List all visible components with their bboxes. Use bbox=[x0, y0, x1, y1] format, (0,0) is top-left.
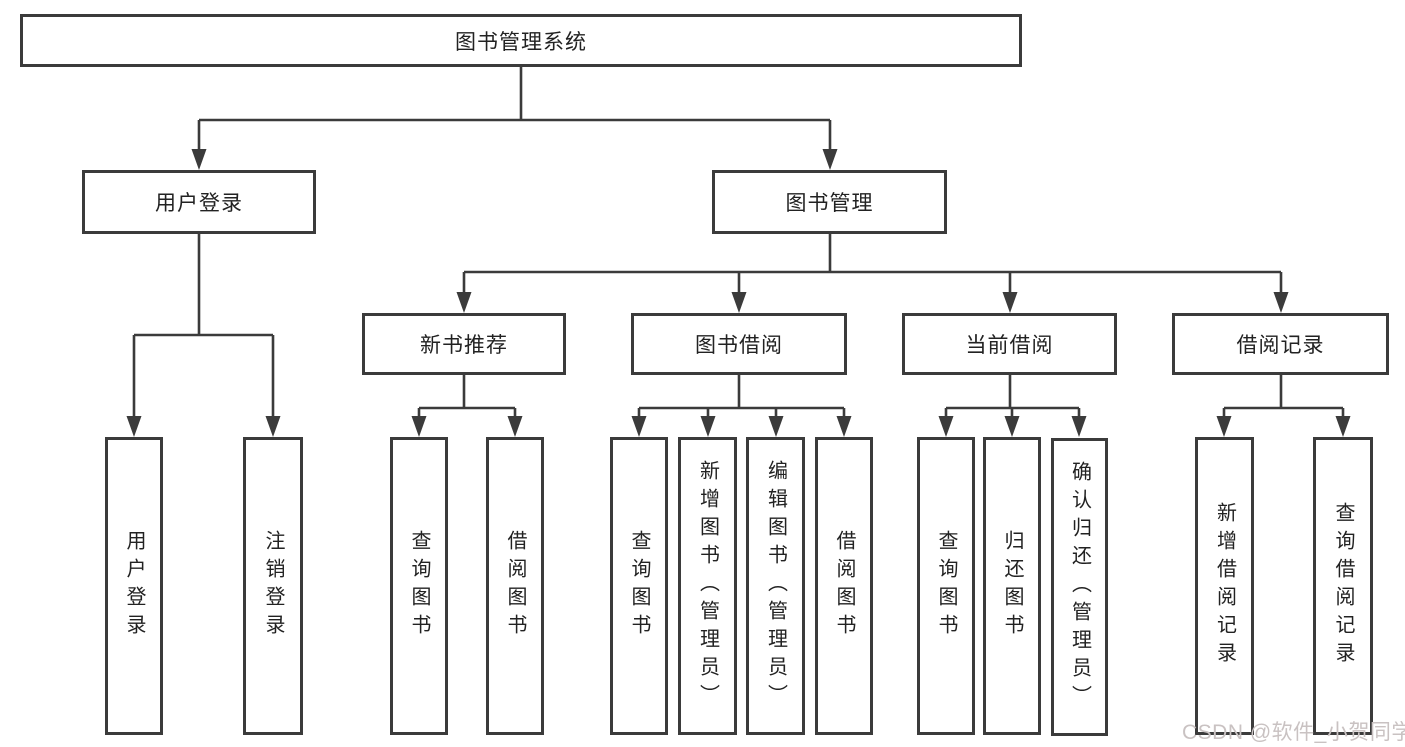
tree-edges bbox=[132, 67, 1345, 419]
node-label: 查询图书 bbox=[628, 530, 650, 642]
node-user-login: 用户登录 bbox=[82, 170, 316, 234]
node-label: 查询图书 bbox=[408, 530, 430, 642]
node-label: 当前借阅 bbox=[965, 334, 1054, 357]
node-label: 图书管理系统 bbox=[455, 30, 587, 54]
node-borrowing-records: 借阅记录 bbox=[1172, 313, 1389, 375]
node-label: 用户登录 bbox=[155, 192, 243, 215]
node-label: 注销登录 bbox=[262, 530, 284, 642]
node-root-library-system: 图书管理系统 bbox=[20, 14, 1022, 67]
node-label: 新增图书（管理员） bbox=[696, 460, 719, 712]
node-book-borrowing: 图书借阅 bbox=[631, 313, 847, 375]
arrowheads bbox=[126, 149, 1351, 437]
node-label: 归还图书 bbox=[1001, 530, 1023, 642]
leaf-query-borrow-record: 查询借阅记录 bbox=[1313, 437, 1373, 735]
leaf-add-books-admin: 新增图书（管理员） bbox=[678, 437, 737, 735]
node-label: 新增借阅记录 bbox=[1213, 502, 1236, 670]
leaf-confirm-return-admin: 确认归还（管理员） bbox=[1051, 438, 1108, 736]
leaf-query-books-recommend: 查询图书 bbox=[390, 437, 448, 735]
leaf-add-borrow-record: 新增借阅记录 bbox=[1195, 437, 1254, 735]
leaf-edit-books-admin: 编辑图书（管理员） bbox=[746, 437, 805, 735]
node-label: 借阅图书 bbox=[833, 530, 855, 642]
node-new-book-recommendation: 新书推荐 bbox=[362, 313, 566, 375]
node-label: 查询图书 bbox=[935, 530, 957, 642]
node-label: 新书推荐 bbox=[420, 334, 508, 357]
leaf-return-books: 归还图书 bbox=[983, 437, 1041, 735]
node-label: 编辑图书（管理员） bbox=[764, 460, 787, 712]
leaf-query-books-borrowing: 查询图书 bbox=[610, 437, 668, 735]
node-label: 图书借阅 bbox=[695, 334, 783, 357]
leaf-borrow-books-recommend: 借阅图书 bbox=[486, 437, 544, 735]
watermark: CSDN @软件_小贺同学 bbox=[1182, 721, 1405, 744]
node-label: 查询借阅记录 bbox=[1332, 502, 1354, 670]
node-current-borrowing: 当前借阅 bbox=[902, 313, 1117, 375]
leaf-borrow-books-borrowing: 借阅图书 bbox=[815, 437, 873, 735]
leaf-user-login: 用户登录 bbox=[105, 437, 163, 735]
leaf-logout: 注销登录 bbox=[243, 437, 303, 735]
node-book-management: 图书管理 bbox=[712, 170, 947, 234]
leaf-query-books-current: 查询图书 bbox=[917, 437, 975, 735]
node-label: 借阅记录 bbox=[1236, 334, 1325, 357]
node-label: 借阅图书 bbox=[504, 530, 526, 642]
node-label: 用户登录 bbox=[123, 530, 145, 642]
node-label: 图书管理 bbox=[785, 192, 874, 215]
node-label: 确认归还（管理员） bbox=[1068, 461, 1091, 713]
